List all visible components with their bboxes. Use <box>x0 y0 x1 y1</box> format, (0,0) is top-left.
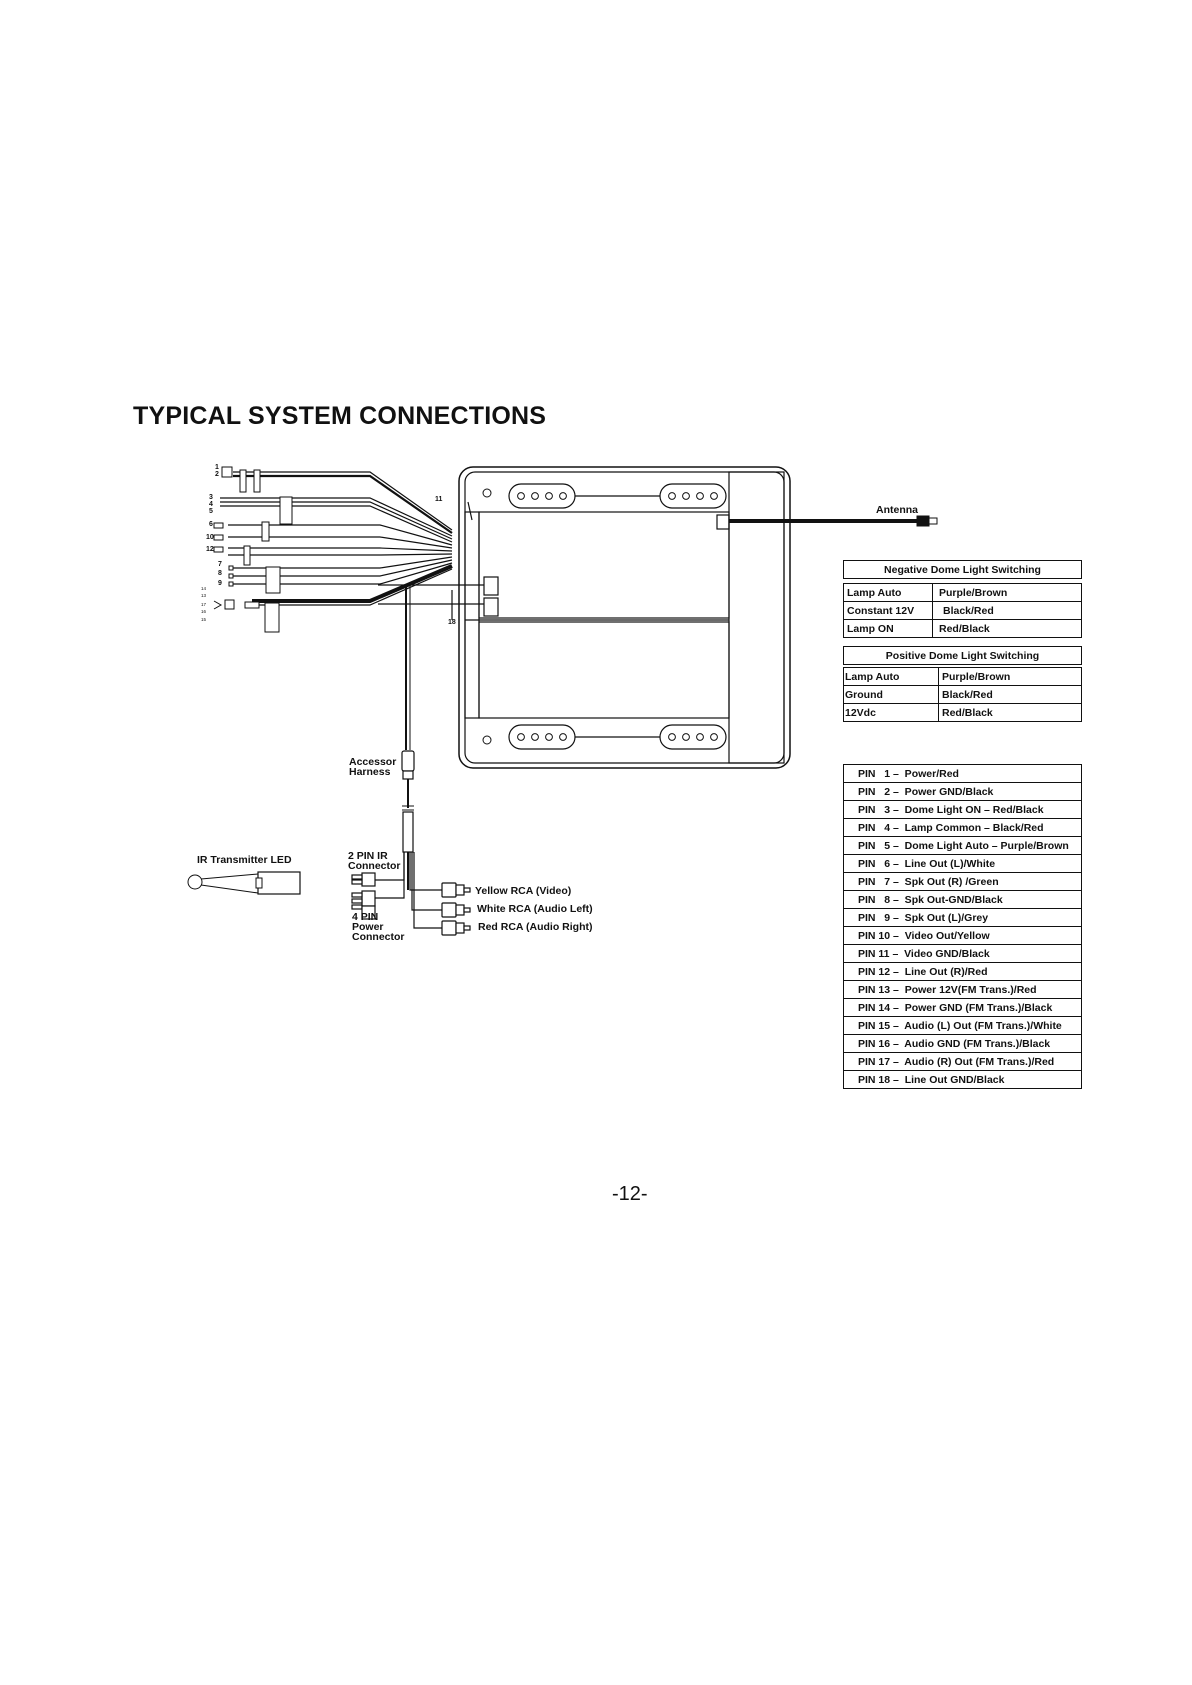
pin-entry: PIN 17 – Audio (R) Out (FM Trans.)/Red <box>843 1052 1082 1071</box>
positive-dome-label: 12Vdc <box>843 703 939 722</box>
pin-entry: PIN 16 – Audio GND (FM Trans.)/Black <box>843 1034 1082 1053</box>
pin-entry: PIN 5 – Dome Light Auto – Purple/Brown <box>843 836 1082 855</box>
table-row: Lamp Auto Purple/Brown <box>843 583 1082 602</box>
antenna-label: Antenna <box>876 504 918 516</box>
table-row: PIN 7 – Spk Out (R) /Green <box>843 872 1082 891</box>
wire-number-9: 9 <box>218 580 222 587</box>
table-row: PIN 12 – Line Out (R)/Red <box>843 962 1082 981</box>
table-row: PIN 15 – Audio (L) Out (FM Trans.)/White <box>843 1016 1082 1035</box>
negative-dome-label: Lamp Auto <box>843 583 933 602</box>
wire-number-18: 18 <box>448 619 456 626</box>
negative-dome-header: Negative Dome Light Switching <box>843 560 1082 579</box>
positive-dome-value: Purple/Brown <box>938 667 1082 686</box>
table-row: PIN 1 – Power/Red <box>843 764 1082 783</box>
four-pin-power-label-line3: Connector <box>352 931 405 943</box>
negative-dome-value: Red/Black <box>932 619 1082 638</box>
negative-dome-value: Purple/Brown <box>932 583 1082 602</box>
fm-number-13: 13 <box>201 593 207 598</box>
positive-dome-table: Positive Dome Light Switching Lamp Auto … <box>843 646 1082 722</box>
table-row: PIN 5 – Dome Light Auto – Purple/Brown <box>843 836 1082 855</box>
negative-dome-label: Lamp ON <box>843 619 933 638</box>
pin-entry: PIN 7 – Spk Out (R) /Green <box>843 872 1082 891</box>
two-pin-ir-label-line1: 2 PIN IR <box>348 850 388 862</box>
pin-entry: PIN 9 – Spk Out (L)/Grey <box>843 908 1082 927</box>
table-row: Lamp ON Red/Black <box>843 619 1082 638</box>
rca-white-label: White RCA (Audio Left) <box>477 903 593 915</box>
page-title: TYPICAL SYSTEM CONNECTIONS <box>133 402 547 430</box>
table-row: PIN 6 – Line Out (L)/White <box>843 854 1082 873</box>
wire-number-3: 3 <box>209 494 213 501</box>
pin-entry: PIN 3 – Dome Light ON – Red/Black <box>843 800 1082 819</box>
fm-number-17: 17 <box>201 602 207 607</box>
table-row: 12Vdc Red/Black <box>843 703 1082 722</box>
positive-dome-label: Ground <box>843 685 939 704</box>
wire-number-4: 4 <box>209 501 213 508</box>
table-row: PIN 14 – Power GND (FM Trans.)/Black <box>843 998 1082 1017</box>
table-row: PIN 8 – Spk Out-GND/Black <box>843 890 1082 909</box>
rca-yellow-label: Yellow RCA (Video) <box>475 885 572 897</box>
negative-dome-value: Black/Red <box>932 601 1082 620</box>
accessory-harness-label-line2: Harness <box>349 766 391 778</box>
fm-number-14: 14 <box>201 586 207 591</box>
table-row: PIN 11 – Video GND/Black <box>843 944 1082 963</box>
wire-number-10: 10 <box>206 534 214 541</box>
two-pin-ir-label-line2: Connector <box>348 860 401 872</box>
table-row: PIN 4 – Lamp Common – Black/Red <box>843 818 1082 837</box>
pin-entry: PIN 12 – Line Out (R)/Red <box>843 962 1082 981</box>
positive-dome-value: Red/Black <box>938 703 1082 722</box>
pin-entry: PIN 6 – Line Out (L)/White <box>843 854 1082 873</box>
screen-upper <box>478 511 730 619</box>
wire-number-1: 1 <box>215 464 219 471</box>
table-row: Constant 12V Black/Red <box>843 601 1082 620</box>
table-row: PIN 3 – Dome Light ON – Red/Black <box>843 800 1082 819</box>
wire-number-5: 5 <box>209 508 213 515</box>
page-number: -12- <box>612 1183 648 1205</box>
wire-number-6: 6 <box>209 521 213 528</box>
negative-dome-table: Negative Dome Light Switching Lamp Auto … <box>843 560 1082 638</box>
fm-number-15: 15 <box>201 617 207 622</box>
wire-number-8: 8 <box>218 570 222 577</box>
pin-entry: PIN 1 – Power/Red <box>843 764 1082 783</box>
rca-red-label: Red RCA (Audio Right) <box>478 921 593 933</box>
pin-entry: PIN 18 – Line Out GND/Black <box>843 1070 1082 1089</box>
positive-dome-label: Lamp Auto <box>843 667 939 686</box>
wire-number-11: 11 <box>435 496 443 503</box>
table-row: Lamp Auto Purple/Brown <box>843 667 1082 686</box>
pin-entry: PIN 11 – Video GND/Black <box>843 944 1082 963</box>
pin-entry: PIN 14 – Power GND (FM Trans.)/Black <box>843 998 1082 1017</box>
pin-entry: PIN 15 – Audio (L) Out (FM Trans.)/White <box>843 1016 1082 1035</box>
wire-number-2: 2 <box>215 471 219 478</box>
pin-entry: PIN 4 – Lamp Common – Black/Red <box>843 818 1082 837</box>
positive-dome-header: Positive Dome Light Switching <box>843 646 1082 665</box>
four-pin-power-label-line2: Power <box>352 921 384 933</box>
accessory-harness-label-line1: Accessor <box>349 756 397 768</box>
table-row: PIN 2 – Power GND/Black <box>843 782 1082 801</box>
unit-outer-frame <box>458 466 791 769</box>
pin-entry: PIN 13 – Power 12V(FM Trans.)/Red <box>843 980 1082 999</box>
positive-dome-value: Black/Red <box>938 685 1082 704</box>
wire-number-12: 12 <box>206 546 214 553</box>
fm-number-16: 16 <box>201 609 207 614</box>
pin-entry: PIN 10 – Video Out/Yellow <box>843 926 1082 945</box>
table-row: PIN 17 – Audio (R) Out (FM Trans.)/Red <box>843 1052 1082 1071</box>
table-row: PIN 16 – Audio GND (FM Trans.)/Black <box>843 1034 1082 1053</box>
pin-entry: PIN 2 – Power GND/Black <box>843 782 1082 801</box>
pin-entry: PIN 8 – Spk Out-GND/Black <box>843 890 1082 909</box>
table-row: PIN 9 – Spk Out (L)/Grey <box>843 908 1082 927</box>
wire-number-7: 7 <box>218 561 222 568</box>
ir-transmitter-label: IR Transmitter LED <box>197 854 292 866</box>
table-row: PIN 13 – Power 12V(FM Trans.)/Red <box>843 980 1082 999</box>
screen-lower <box>478 621 730 719</box>
unit-side-panel <box>728 471 785 764</box>
four-pin-power-label-line1: 4 PIN <box>352 911 379 923</box>
table-row: PIN 10 – Video Out/Yellow <box>843 926 1082 945</box>
negative-dome-label: Constant 12V <box>843 601 933 620</box>
table-row: PIN 18 – Line Out GND/Black <box>843 1070 1082 1089</box>
table-row: Ground Black/Red <box>843 685 1082 704</box>
